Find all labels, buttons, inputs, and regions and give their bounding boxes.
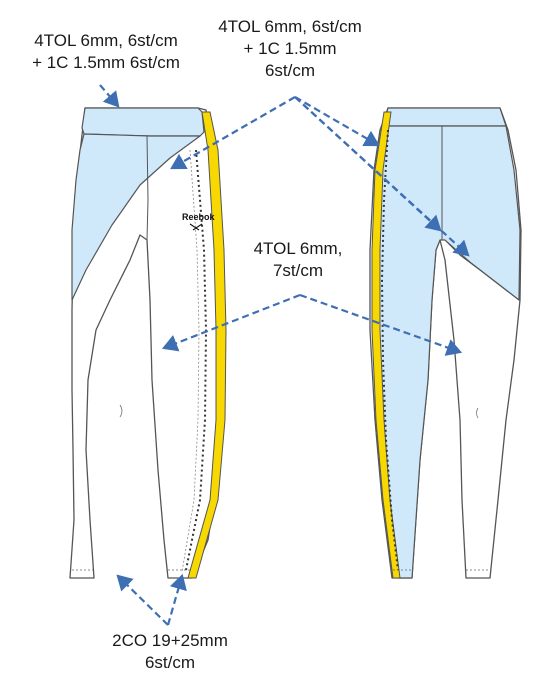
arrow-front-panel xyxy=(170,96,296,170)
front-left-panel xyxy=(71,133,201,301)
arrow-front-inseam xyxy=(161,293,301,352)
front-view: Reebok xyxy=(69,107,227,579)
arrow-back-inseam xyxy=(299,293,463,356)
label-line: + 1C 1.5mm xyxy=(243,39,337,58)
label-panel-stitch: 4TOL 6mm, 6st/cm + 1C 1.5mm 6st/cm xyxy=(200,16,380,82)
label-line: 6st/cm xyxy=(144,653,196,672)
front-knee-mark xyxy=(119,404,123,418)
back-tape-texture xyxy=(380,129,399,571)
label-line: 7st/cm xyxy=(272,261,324,280)
arrow-hem-right xyxy=(166,573,187,626)
arrow-waistband-front xyxy=(99,84,120,108)
arrow-back-stripe xyxy=(294,96,380,147)
label-inseam-stitch: 4TOL 6mm, 7st/cm xyxy=(228,238,368,282)
front-stitch-line xyxy=(181,149,200,573)
back-side-stripe xyxy=(371,111,401,579)
back-waistband xyxy=(383,107,507,127)
label-line: 4TOL 6mm, 6st/cm xyxy=(218,17,362,36)
svg-text:Reebok: Reebok xyxy=(182,212,216,222)
back-knee-mark xyxy=(476,407,479,419)
label-line: + 1C 1.5mm 6st/cm xyxy=(32,53,180,72)
reebok-logo: Reebok xyxy=(182,212,216,231)
front-center-seam xyxy=(146,135,149,241)
label-waistband-stitch: 4TOL 6mm, 6st/cm + 1C 1.5mm 6st/cm xyxy=(6,30,206,74)
label-line: 6st/cm xyxy=(264,61,316,80)
back-view xyxy=(369,107,522,579)
front-waistband xyxy=(81,107,205,137)
arrow-hem-left xyxy=(116,574,169,626)
front-tape-texture xyxy=(185,149,208,571)
label-line: 2CO 19+25mm xyxy=(112,631,228,650)
front-side-stripe xyxy=(187,111,227,579)
label-hem-stitch: 2CO 19+25mm 6st/cm xyxy=(80,630,260,674)
label-line: 4TOL 6mm, 6st/cm xyxy=(34,31,178,50)
callout-arrows xyxy=(99,84,470,626)
label-line: 4TOL 6mm, xyxy=(253,239,343,258)
